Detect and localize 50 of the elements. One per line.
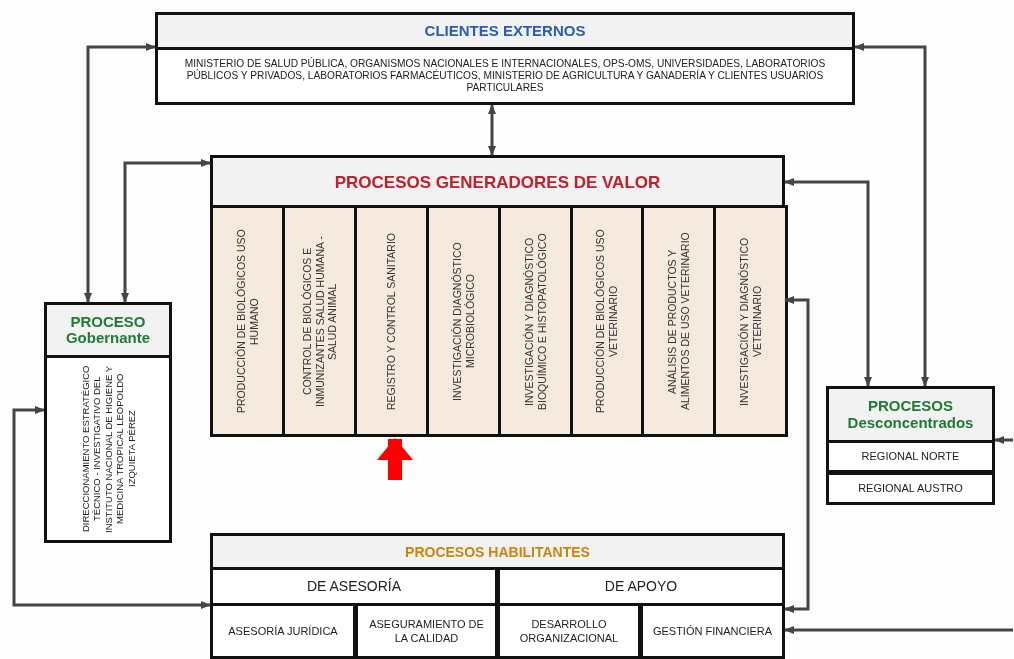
process-cell (497, 603, 641, 659)
process-box (44, 302, 172, 543)
cell-label: REGIONAL AUSTRO (857, 481, 964, 496)
cell-label: DESARROLLO ORGANIZACIONAL (518, 616, 620, 646)
column-label: ANÁLISIS DE PRODUCTOS Y ALIMENTOS DE USO VETERINARIO (665, 231, 692, 412)
connector-arrow (854, 43, 929, 387)
process-column (713, 205, 788, 437)
process-description: MINISTERIO DE SALUD PÚBLICA, ORGANISMOS NACIONALES E INTERNACIONALES, OPS-OMS, UNIVERSIDADES, LABORATORIOS PÚBLICOS Y PRIVADOS, LABORATORIOS FARMACÉUTICOS, MINISTERIO DE AGRICULTURA Y GANADERÍA Y CLIENTES USUARIOS PARTICULARES (183, 57, 827, 95)
cell-label: DE ASESORÍA (305, 577, 403, 596)
connector-arrow (784, 626, 1013, 634)
process-description: DIRECCIONAMIENTO ESTRATÉGICO TÉCNICO - INVESTIGATIVO DEL INSTITUTO NACIONAL DE HIGIENE Y MEDICINA TROPICAL LEOPOLDO IZQUIETA PÉREZ (79, 364, 137, 535)
column-label: CONTROL DE BIOLÓGICOS E INMUNIZANTES SALUD HUMANA - SALUD ANIMAL (300, 234, 339, 409)
client-box (155, 12, 855, 105)
connector-arrow (784, 296, 810, 613)
process-column (426, 205, 501, 437)
process-group-box (826, 386, 995, 505)
connector-arrow (121, 159, 211, 303)
cell-label: ASEGURAMIENTO DE LA CALIDAD (368, 616, 485, 646)
process-column (570, 205, 644, 437)
process-cell (355, 603, 498, 659)
highlight-arrow (377, 438, 413, 480)
connector-arrow (784, 178, 872, 387)
cell-label: ASESORÍA JURÍDICA (227, 623, 339, 639)
process-column (641, 205, 716, 437)
connector-arrow (12, 406, 211, 609)
column-label: PRODUCCIÓN DE BIOLÓGICOS USO HUMANO (234, 228, 261, 415)
cell-label: GESTIÓN FINANCIERA (651, 623, 774, 639)
process-group-box (210, 533, 785, 659)
section-heading: PROCESO Gobernante (64, 313, 152, 347)
section-heading: PROCESOS GENERADORES DE VALOR (334, 173, 661, 193)
column-label: INVESTIGACIÓN Y DIAGNÓSTICO BIOQUÍMICO E HISTOPATOLÓGICO (522, 231, 549, 412)
column-label: INVESTIGACIÓN DIAGNÓSTICO MICROBIOLÓGICO (450, 240, 477, 403)
process-cell (210, 567, 498, 606)
cell-label: DE APOYO (603, 577, 679, 596)
cell-label: REGIONAL NORTE (860, 449, 961, 464)
section-heading: CLIENTES EXTERNOS (424, 22, 586, 40)
connector-arrow (994, 436, 1013, 444)
column-label: PRODUCCIÓN DE BIOLÓGICOS USO VETERINARIO (594, 228, 620, 415)
section-heading: PROCESOS Desconcentrados (846, 398, 975, 431)
process-column (210, 205, 285, 437)
process-column (282, 205, 357, 437)
connector-arrow (488, 104, 496, 156)
process-column (354, 205, 429, 437)
column-label: REGISTRO Y CONTROL SANITARIO (385, 232, 398, 410)
process-cell (497, 567, 785, 606)
process-group-box (210, 155, 785, 437)
connector-arrow (84, 43, 156, 303)
section-heading: PROCESOS HABILITANTES (405, 545, 590, 561)
process-column (498, 205, 573, 437)
column-label: INVESTIGACIÓN Y DIAGNÓSTICO VETERINARIO (737, 235, 764, 408)
